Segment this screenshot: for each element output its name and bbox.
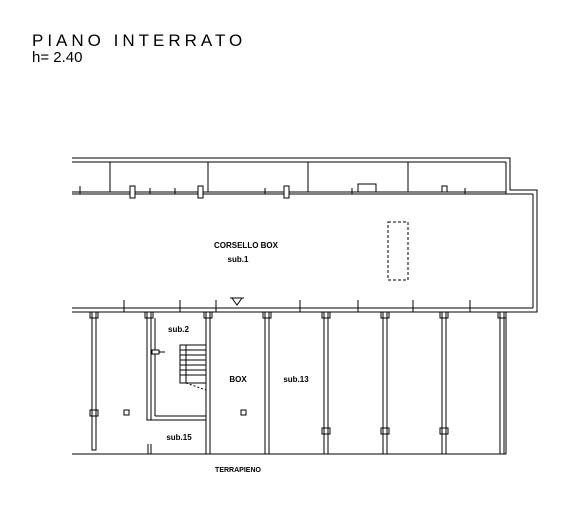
wall-end [203, 311, 213, 319]
wall-end [89, 311, 99, 319]
box-wall [264, 311, 270, 455]
label-corsello-box: CORSELLO BOX [214, 241, 279, 250]
outer-wall [72, 157, 538, 455]
box-wall [441, 311, 447, 455]
door-marker [129, 185, 136, 199]
box-wall [499, 311, 505, 455]
door-marker [197, 185, 204, 199]
wall-end [262, 311, 272, 319]
wall-end [321, 427, 331, 435]
stairwell-wall [150, 312, 206, 421]
wall-end [89, 409, 99, 417]
wall-end [380, 427, 390, 435]
box-wall [91, 311, 97, 451]
label-sub15: sub.15 [166, 433, 192, 442]
label-corsello-sub: sub.1 [228, 255, 249, 264]
ceiling-height: h= 2.40 [32, 49, 83, 66]
column [123, 409, 130, 416]
floor-title: PIANO INTERRATO [32, 31, 247, 50]
wall-end [439, 311, 449, 319]
column [240, 409, 247, 416]
level-marker [231, 297, 243, 306]
box-wall [205, 311, 211, 455]
label-terrapieno: TERRAPIENO [215, 467, 261, 474]
wall-end [497, 311, 507, 319]
label-sub2: sub.2 [168, 325, 189, 334]
door-marker [283, 185, 290, 199]
wall-end [380, 311, 390, 319]
box-wall [146, 311, 152, 421]
box-wall [382, 311, 388, 455]
wall-end [439, 427, 449, 435]
label-sub13: sub.13 [283, 375, 309, 384]
niche [357, 183, 377, 193]
door-marker [441, 185, 448, 193]
wall-end [144, 311, 154, 319]
staircase [179, 344, 207, 391]
wall-end [321, 311, 331, 319]
label-box: BOX [229, 375, 247, 384]
ramp-outline [387, 221, 409, 281]
box-wall [323, 311, 329, 455]
door-marker [151, 349, 160, 355]
